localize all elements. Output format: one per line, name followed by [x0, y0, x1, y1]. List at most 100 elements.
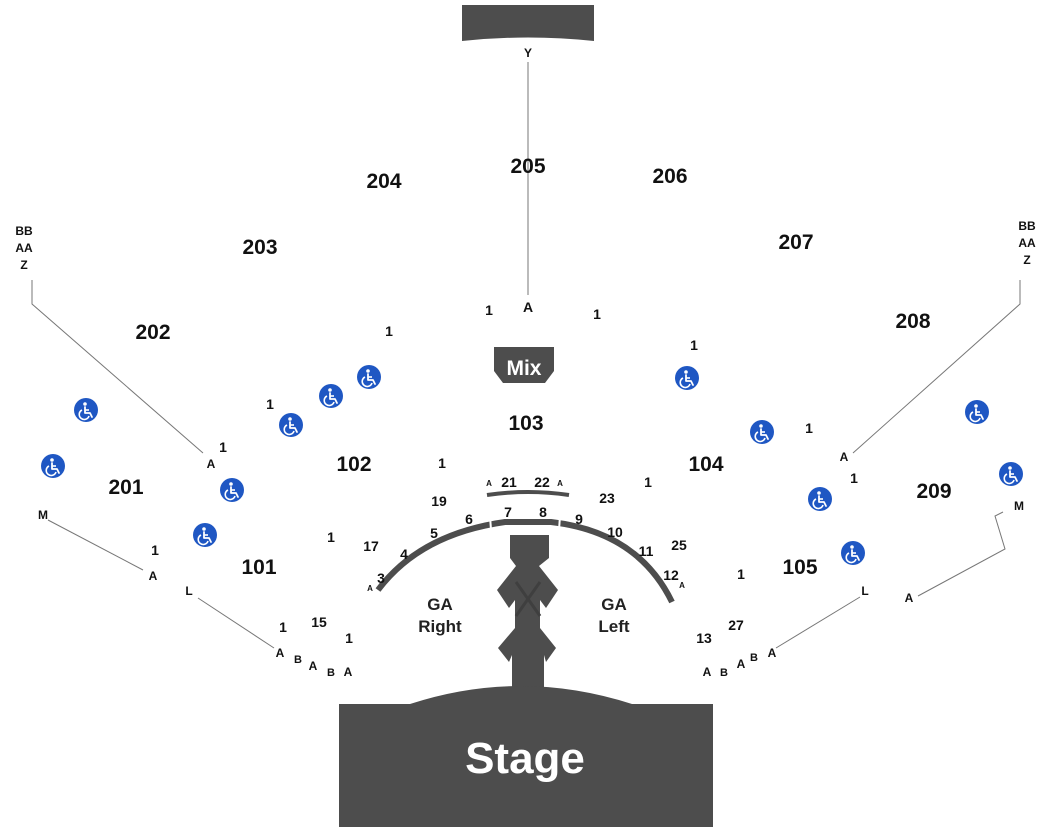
- section-204[interactable]: 204: [366, 170, 401, 193]
- stage: [339, 686, 713, 827]
- seat-label: 1: [279, 619, 287, 635]
- wheelchair-icon[interactable]: [192, 522, 218, 548]
- section-206[interactable]: 206: [652, 165, 687, 188]
- section-208[interactable]: 208: [895, 310, 930, 333]
- seat-label: 21: [501, 474, 517, 490]
- row-label: A: [703, 665, 712, 679]
- seat-label: 1: [805, 420, 813, 436]
- section-207[interactable]: 207: [778, 231, 813, 254]
- row-label: Z: [1023, 253, 1030, 267]
- row-label: AA: [15, 241, 33, 255]
- seat-label: 1: [438, 455, 446, 471]
- seat-label: 25: [671, 537, 687, 553]
- row-label: A: [840, 450, 849, 464]
- seat-label: 15: [311, 614, 327, 630]
- section-104[interactable]: 104: [688, 453, 723, 476]
- seat-label: 4: [400, 546, 408, 562]
- section-202[interactable]: 202: [135, 321, 170, 344]
- seat-label: 22: [534, 474, 550, 490]
- mix-label: Mix: [506, 357, 541, 380]
- seat-label: 1: [219, 439, 227, 455]
- seat-label: 1: [593, 306, 601, 322]
- seat-label: 1: [345, 630, 353, 646]
- seat-label: 9: [575, 511, 583, 527]
- stage-runway: [497, 535, 558, 690]
- row-label: A: [309, 659, 318, 673]
- wheelchair-icon[interactable]: [807, 486, 833, 512]
- wheelchair-icon[interactable]: [674, 365, 700, 391]
- stage-label: Stage: [465, 734, 585, 783]
- section-103[interactable]: 103: [508, 412, 543, 435]
- row-label: A: [276, 646, 285, 660]
- seat-label: A: [367, 584, 373, 593]
- wheelchair-icon[interactable]: [318, 383, 344, 409]
- row-label: L: [861, 584, 868, 598]
- section-102[interactable]: 102: [336, 453, 371, 476]
- seat-label: 27: [728, 617, 744, 633]
- wheelchair-icon[interactable]: [278, 412, 304, 438]
- row-label: M: [38, 508, 48, 522]
- row-label: A: [149, 569, 158, 583]
- seat-label: 1: [327, 529, 335, 545]
- seat-label: 11: [639, 543, 654, 559]
- row-label: M: [1014, 499, 1024, 513]
- seat-label: 1: [644, 474, 652, 490]
- seat-label: A: [486, 479, 492, 488]
- seat-label: 19: [431, 493, 447, 509]
- seat-label: 10: [607, 524, 623, 540]
- row-label: B: [750, 652, 758, 664]
- row-label: AA: [1018, 236, 1036, 250]
- section-203[interactable]: 203: [242, 236, 277, 259]
- seat-label: 13: [696, 630, 712, 646]
- svg-text:Right: Right: [418, 617, 462, 636]
- seat-label: 1: [266, 396, 274, 412]
- section-105[interactable]: 105: [782, 556, 817, 579]
- row-label: L: [185, 584, 192, 598]
- wheelchair-icon[interactable]: [219, 477, 245, 503]
- wheelchair-icon[interactable]: [40, 453, 66, 479]
- seat-label: 17: [363, 538, 379, 554]
- row-label: B: [720, 667, 728, 679]
- svg-text:Left: Left: [598, 617, 630, 636]
- wheelchair-icon[interactable]: [73, 397, 99, 423]
- row-label: A: [344, 665, 353, 679]
- top-screen: [462, 5, 594, 41]
- seat-label: 8: [539, 504, 547, 520]
- seat-label: 3: [377, 570, 385, 586]
- seat-label: 1: [850, 470, 858, 486]
- section-205[interactable]: 205: [510, 155, 545, 178]
- seat-label: A: [557, 479, 563, 488]
- wheelchair-icon[interactable]: [749, 419, 775, 445]
- row-label: B: [294, 654, 302, 666]
- row-label: BB: [15, 224, 33, 238]
- row-label: B: [327, 667, 335, 679]
- ga-right-label: GA: [427, 595, 453, 614]
- seat-label: A: [679, 581, 685, 590]
- seat-label: 1: [690, 337, 698, 353]
- wheelchair-icon[interactable]: [840, 540, 866, 566]
- wheelchair-icon[interactable]: [998, 461, 1024, 487]
- seat-label: 1: [485, 302, 493, 318]
- row-label: Y: [524, 46, 532, 60]
- ga-left-label: GA: [601, 595, 627, 614]
- seat-label: 1: [385, 323, 393, 339]
- row-label: A: [905, 591, 914, 605]
- seat-label: 1: [737, 566, 745, 582]
- row-label: Z: [20, 258, 27, 272]
- wheelchair-icon[interactable]: [356, 364, 382, 390]
- row-label: A: [207, 457, 216, 471]
- section-101[interactable]: 101: [241, 556, 276, 579]
- seat-label: 6: [465, 511, 473, 527]
- row-label: BB: [1018, 219, 1036, 233]
- row-label: A: [523, 299, 533, 315]
- section-201[interactable]: 201: [108, 476, 143, 499]
- seat-label: 12: [663, 567, 679, 583]
- mix-booth: [494, 347, 554, 383]
- wheelchair-icon[interactable]: [964, 399, 990, 425]
- seat-label: 7: [504, 504, 512, 520]
- seat-label: 23: [599, 490, 615, 506]
- seat-label: 1: [151, 542, 159, 558]
- row-label: A: [737, 657, 746, 671]
- section-209[interactable]: 209: [916, 480, 951, 503]
